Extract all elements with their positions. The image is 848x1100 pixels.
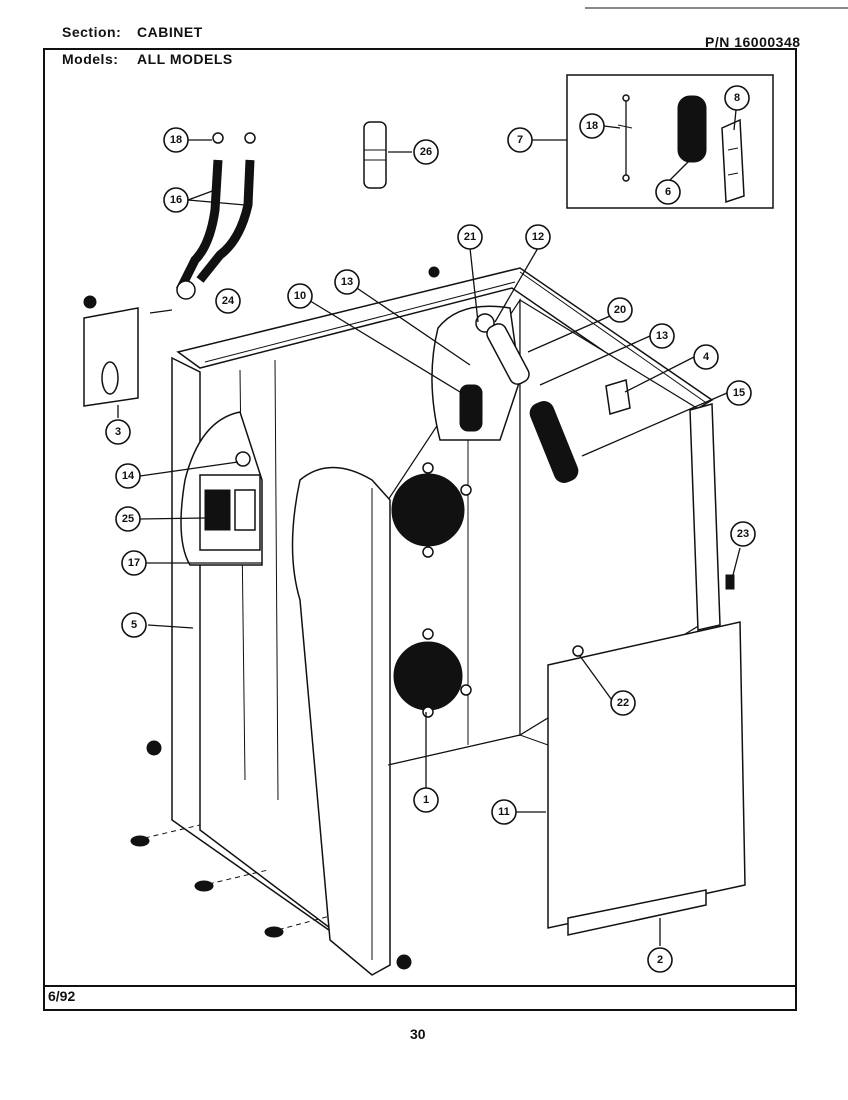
callout-20: 20 bbox=[607, 297, 633, 323]
callout-6: 6 bbox=[655, 179, 681, 205]
inset-bracket bbox=[721, 118, 745, 204]
callout-23: 22 bbox=[610, 690, 636, 716]
svg-text:10: 10 bbox=[294, 290, 306, 302]
screws bbox=[130, 266, 440, 970]
callout-21: 21 bbox=[457, 224, 483, 250]
svg-text:4: 4 bbox=[703, 351, 710, 363]
callout-4: 4 bbox=[693, 344, 719, 370]
callout-5: 5 bbox=[121, 612, 147, 638]
callout-13-right: 13 bbox=[649, 323, 675, 349]
svg-text:24: 24 bbox=[222, 295, 235, 307]
revision-date: 6/92 bbox=[48, 988, 76, 1004]
svg-text:14: 14 bbox=[122, 470, 135, 482]
callout-7: 7 bbox=[507, 127, 533, 153]
inset-cord bbox=[617, 94, 633, 182]
svg-text:15: 15 bbox=[733, 387, 745, 399]
spring-coil bbox=[529, 401, 579, 483]
hose-coupling bbox=[363, 121, 387, 189]
section-value: CABINET bbox=[137, 24, 203, 40]
callout-2: 2 bbox=[647, 947, 673, 973]
svg-text:5: 5 bbox=[131, 619, 137, 631]
svg-text:18: 18 bbox=[586, 120, 598, 132]
callout-16: 16 bbox=[163, 187, 189, 213]
svg-text:11: 11 bbox=[498, 806, 510, 818]
callout-17: 17 bbox=[121, 550, 147, 576]
svg-text:25: 25 bbox=[122, 513, 134, 525]
callout-18-top: 18 bbox=[163, 127, 189, 153]
svg-text:8: 8 bbox=[734, 92, 740, 104]
callout-1: 1 bbox=[413, 787, 439, 813]
diagram-frame bbox=[43, 48, 797, 1011]
latch-clip bbox=[725, 574, 735, 590]
callout-3: 3 bbox=[105, 419, 131, 445]
svg-text:2: 2 bbox=[657, 954, 663, 966]
svg-text:17: 17 bbox=[128, 557, 140, 569]
leader-lines bbox=[117, 109, 741, 946]
footer-date-cell bbox=[43, 985, 797, 1011]
svg-text:3: 3 bbox=[115, 426, 121, 438]
svg-text:13: 13 bbox=[656, 330, 668, 342]
valve-cutaway bbox=[180, 411, 263, 566]
callout-24: 24 bbox=[215, 288, 241, 314]
svg-text:12: 12 bbox=[532, 231, 544, 243]
svg-text:13: 13 bbox=[341, 276, 353, 288]
svg-text:23: 23 bbox=[737, 528, 749, 540]
models-label: Models: bbox=[62, 51, 119, 67]
drain-hose bbox=[486, 323, 530, 385]
front-access-panel bbox=[547, 621, 746, 936]
callout-22: 23 bbox=[730, 521, 756, 547]
svg-text:21: 21 bbox=[464, 231, 476, 243]
callout-13-left: 13 bbox=[334, 269, 360, 295]
callout-11: 11 bbox=[491, 799, 517, 825]
callout-14: 14 bbox=[115, 463, 141, 489]
callout-12: 12 bbox=[525, 224, 551, 250]
section-label: Section: bbox=[62, 24, 122, 40]
mounting-bracket bbox=[83, 295, 139, 407]
svg-text:7: 7 bbox=[517, 134, 523, 146]
svg-text:6: 6 bbox=[665, 186, 671, 198]
svg-text:16: 16 bbox=[170, 194, 182, 206]
lower-motor-port bbox=[393, 628, 472, 718]
svg-text:26: 26 bbox=[420, 146, 432, 158]
svg-text:18: 18 bbox=[170, 134, 182, 146]
tub-cover-pad bbox=[605, 379, 631, 415]
svg-text:20: 20 bbox=[614, 304, 626, 316]
callout-18-inset: 18 bbox=[579, 113, 605, 139]
models-value: ALL MODELS bbox=[137, 51, 233, 67]
callout-25: 25 bbox=[115, 506, 141, 532]
svg-text:1: 1 bbox=[423, 794, 429, 806]
callout-8: 8 bbox=[724, 85, 750, 111]
svg-text:22: 22 bbox=[617, 697, 629, 709]
inlet-hoses bbox=[175, 132, 256, 300]
callout-26: 26 bbox=[413, 139, 439, 165]
callout-15: 15 bbox=[726, 380, 752, 406]
part-number: P/N 16000348 bbox=[705, 34, 801, 50]
callout-10: 10 bbox=[287, 283, 313, 309]
upper-motor-port bbox=[391, 462, 472, 558]
inset-filter-sleeve bbox=[677, 95, 707, 163]
page-number: 30 bbox=[410, 1026, 426, 1042]
